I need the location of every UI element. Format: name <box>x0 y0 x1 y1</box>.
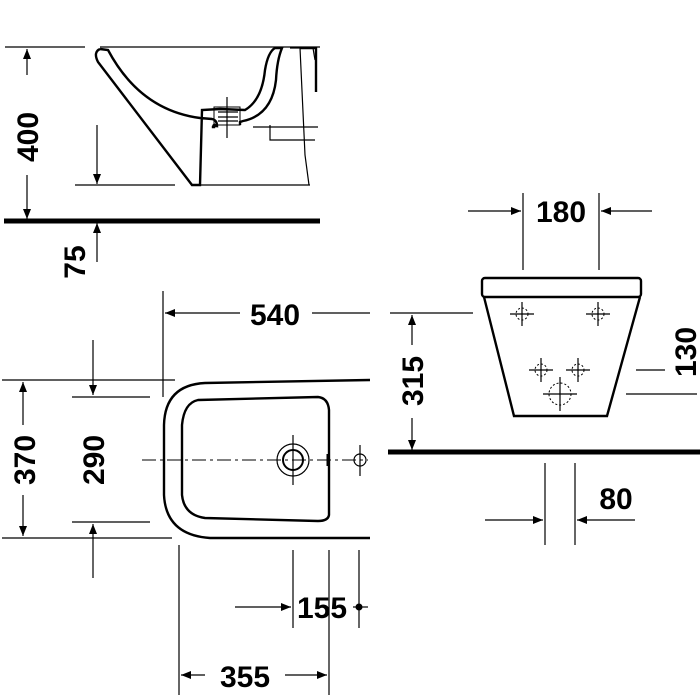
dim-290: 290 <box>78 435 111 485</box>
bowl-outline <box>180 395 331 523</box>
dim-80: 80 <box>599 483 632 516</box>
dim-130: 130 <box>670 327 700 377</box>
dim-370: 370 <box>9 435 42 485</box>
side-view: 400 75 <box>4 46 320 279</box>
bidet-side-profile <box>94 46 284 187</box>
bidet-rim <box>480 276 643 299</box>
dim-315: 315 <box>397 356 430 406</box>
front-view: 180 315 130 80 <box>388 193 700 545</box>
fixing-points <box>510 302 610 411</box>
dim-400: 400 <box>12 112 45 162</box>
dim-355: 355 <box>220 661 270 694</box>
dim-180: 180 <box>536 196 586 229</box>
bidet-body <box>482 296 642 418</box>
plan-view: 540 370 290 155 355 <box>2 291 371 695</box>
dim-75: 75 <box>59 245 92 278</box>
dim-155: 155 <box>297 592 347 625</box>
drain-outlet <box>543 377 577 411</box>
dim-540: 540 <box>250 299 300 332</box>
bidet-outline <box>162 378 371 540</box>
